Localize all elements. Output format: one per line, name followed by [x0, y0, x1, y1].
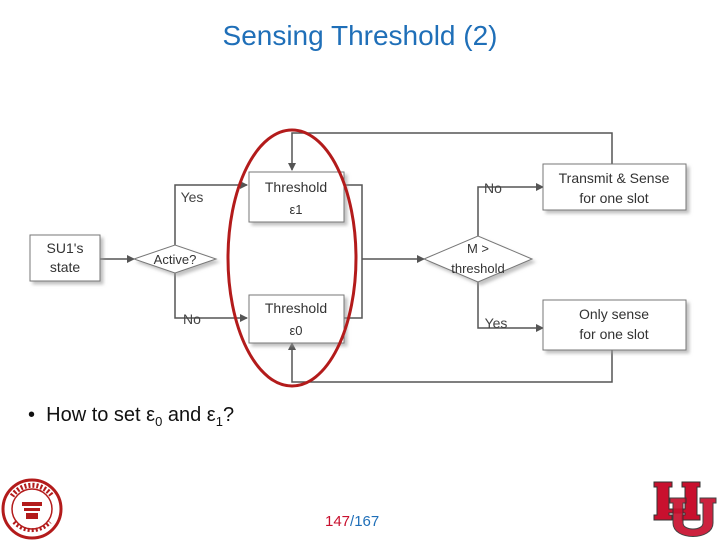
- threshold0-label: Threshold: [265, 300, 327, 316]
- uh-logo: [653, 481, 717, 537]
- decision-label-2: threshold: [451, 261, 504, 276]
- transmit-label-1: Transmit & Sense: [559, 170, 670, 186]
- transmit-label-2: for one slot: [579, 190, 648, 206]
- only-sense-box: [542, 299, 687, 351]
- university-seal-logo: [1, 478, 63, 540]
- bullet-prefix: How to set ε: [46, 404, 156, 426]
- edge-decision-onlysense: [477, 282, 544, 332]
- page-title: Sensing Threshold (2): [222, 20, 498, 51]
- bullet-middle: and ε: [162, 404, 216, 426]
- only-sense-label-2: for one slot: [579, 326, 648, 342]
- su-state-label-1: SU1's: [47, 240, 84, 256]
- edge-active-threshold1: [174, 181, 248, 245]
- active-label: Active?: [154, 252, 197, 267]
- page-number: 147/167: [325, 513, 379, 530]
- question-bullet: • How to set ε0 and ε1?: [28, 404, 234, 429]
- threshold0-box: [248, 294, 345, 344]
- highlight-ellipse: [226, 128, 358, 388]
- edge-threshold1-merge: [344, 184, 363, 319]
- bullet-suffix: ?: [222, 404, 235, 426]
- yes-label-upper: Yes: [181, 189, 204, 205]
- page-separator: /: [350, 513, 355, 530]
- only-sense-label-1: Only sense: [579, 306, 649, 322]
- transmit-box: [542, 163, 687, 211]
- bullet-sub0: 0: [155, 414, 163, 429]
- active-decision: [132, 244, 218, 274]
- edge-active-threshold0: [174, 273, 248, 322]
- su-state-label-2: state: [50, 259, 81, 275]
- page-current: 147: [325, 513, 351, 530]
- decision-label-1: M >: [467, 241, 489, 256]
- bullet-sub1: 1: [215, 414, 223, 429]
- threshold1-box: [248, 171, 345, 223]
- threshold1-label: Threshold: [265, 179, 327, 195]
- yes-label-right: Yes: [485, 315, 508, 331]
- edge-feedback-bottom: [288, 342, 613, 383]
- threshold0-symbol: ε0: [289, 323, 302, 338]
- edge-decision-transmit: [477, 183, 544, 236]
- edge-feedback-top: [288, 132, 613, 171]
- threshold1-symbol: ε1: [289, 202, 302, 217]
- su-state-box: [29, 234, 101, 282]
- flowchart-diagram: SU1's state Active? Yes No Threshold ε1 …: [29, 128, 687, 388]
- page-total: 167: [354, 513, 380, 530]
- no-label-right: No: [484, 180, 502, 196]
- no-label-lower: No: [183, 311, 201, 327]
- m-threshold-decision: [422, 235, 534, 283]
- bullet-dot: •: [28, 404, 47, 426]
